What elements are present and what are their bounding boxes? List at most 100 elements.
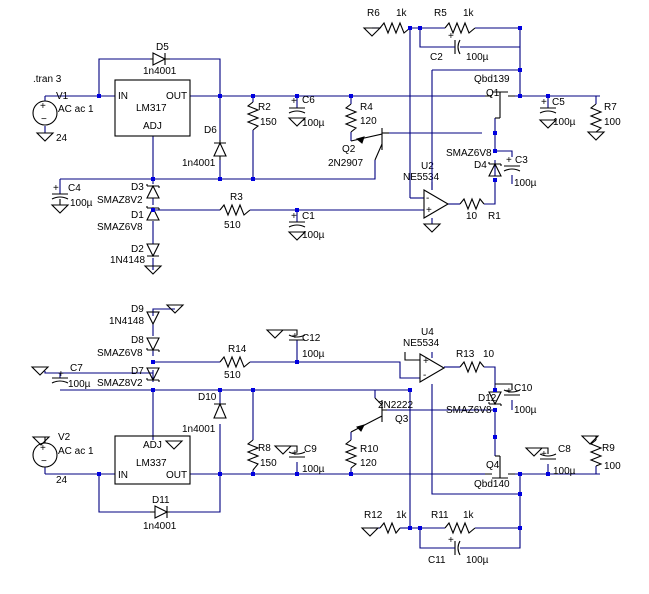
- c8-label: C8: [558, 444, 571, 455]
- u4-opamp: [404, 352, 446, 383]
- svg-text:+: +: [541, 449, 547, 460]
- r13-resistor: [459, 360, 485, 374]
- q4-part: Qbd140: [474, 479, 510, 490]
- svg-text:+: +: [426, 205, 432, 216]
- r2-value: 150: [260, 117, 277, 128]
- c5-value: 100µ: [553, 117, 576, 128]
- d10-part: 1n4001: [182, 424, 216, 435]
- d9-label: D9: [131, 304, 144, 315]
- r4-resistor: [344, 103, 358, 133]
- d8-part: SMAZ6V8: [97, 348, 143, 359]
- svg-text:+: +: [423, 356, 429, 367]
- r6-label: R6: [367, 8, 380, 19]
- c10-capacitor: [495, 383, 521, 396]
- r6-resistor: [363, 21, 411, 37]
- svg-text:−: −: [41, 114, 47, 125]
- d8-zener: [146, 337, 160, 352]
- d11-part: 1n4001: [143, 521, 177, 532]
- d3-label: D3: [131, 182, 144, 193]
- c2-value: 100µ: [466, 52, 489, 63]
- c4-capacitor: [51, 193, 69, 214]
- svg-text:+: +: [506, 155, 512, 166]
- d7-zener: [146, 367, 160, 382]
- r10-value: 120: [360, 458, 377, 469]
- v2-dc: 24: [56, 475, 68, 486]
- d9-diode: [146, 304, 184, 326]
- v1-label: V1: [56, 91, 69, 102]
- c1-capacitor: [288, 221, 306, 241]
- c9-value: 100µ: [302, 464, 325, 475]
- c6-value: 100µ: [302, 118, 325, 129]
- svg-text:+: +: [448, 535, 454, 546]
- c5-capacitor: [539, 107, 557, 129]
- r14-label: R14: [228, 344, 247, 355]
- d11-diode: [150, 505, 170, 519]
- u4-label: U4: [421, 327, 434, 338]
- c7-label: C7: [70, 363, 83, 374]
- c4-value: 100µ: [70, 198, 93, 209]
- svg-text:+: +: [40, 101, 46, 112]
- q3-transistor: [350, 397, 387, 433]
- r8-value: 150: [260, 458, 277, 469]
- lm337-pin-in: IN: [118, 470, 128, 481]
- d4-zener: [488, 162, 502, 177]
- d6-label: D6: [204, 125, 217, 136]
- c3-value: 100µ: [514, 178, 537, 189]
- c8-value: 100µ: [553, 466, 576, 477]
- c12-label: C12: [302, 333, 321, 344]
- d10-label: D10: [198, 392, 217, 403]
- c5-label: C5: [552, 97, 565, 108]
- r7-resistor: [587, 103, 605, 141]
- r13-value: 10: [483, 349, 495, 360]
- r9-resistor: [581, 435, 603, 467]
- d5-part: 1n4001: [143, 66, 177, 77]
- d8-label: D8: [131, 335, 144, 346]
- c3-label: C3: [515, 155, 528, 166]
- junction-dots: [97, 26, 550, 530]
- d12-part: SMAZ6V8: [446, 405, 492, 416]
- d1-label: D1: [131, 210, 144, 221]
- r5-label: R5: [434, 8, 447, 19]
- svg-text:+: +: [291, 96, 297, 107]
- top-wires: [44, 27, 600, 270]
- d7-part: SMAZ8V2: [97, 378, 143, 389]
- v1-dc: 24: [56, 133, 68, 144]
- c1-label: C1: [302, 211, 315, 222]
- r12-resistor: [361, 521, 401, 537]
- r8-resistor: [246, 439, 260, 471]
- r5-resistor: [444, 21, 476, 35]
- c12-value: 100µ: [302, 349, 325, 360]
- r14-value: 510: [224, 370, 241, 381]
- lm317-pin-in: IN: [118, 91, 128, 102]
- c10-label: C10: [514, 383, 533, 394]
- r7-label: R7: [604, 102, 617, 113]
- v2-value: AC ac 1: [58, 446, 94, 457]
- d4-part: SMAZ6V8: [446, 148, 492, 159]
- q1-part: Qbd139: [474, 74, 510, 85]
- r13-label: R13: [456, 349, 475, 360]
- d11-label: D11: [152, 495, 170, 506]
- d3-zener: [146, 184, 160, 199]
- c11-capacitor: [445, 540, 475, 556]
- q1-transistor: [485, 91, 515, 119]
- lm317-box: [114, 79, 191, 137]
- lm337-label: LM337: [136, 458, 167, 469]
- q4-label: Q4: [486, 460, 500, 471]
- c11-value: 100µ: [466, 555, 489, 566]
- c3-capacitor: [503, 165, 521, 172]
- tran-directive: .tran 3: [33, 74, 62, 85]
- d9-part: 1N4148: [109, 316, 144, 327]
- r1-label: R1: [488, 211, 501, 222]
- d5-label: D5: [156, 42, 169, 53]
- r3-value: 510: [224, 220, 241, 231]
- v2-source: + −: [32, 436, 58, 468]
- svg-text:+: +: [40, 443, 46, 454]
- r2-label: R2: [258, 102, 271, 113]
- c8-capacitor: [525, 447, 557, 460]
- r1-resistor: [459, 197, 485, 211]
- c1-value: 100µ: [302, 230, 325, 241]
- svg-text:-: -: [426, 193, 429, 204]
- svg-text:+: +: [506, 386, 512, 397]
- u2-part: NE5534: [403, 172, 440, 183]
